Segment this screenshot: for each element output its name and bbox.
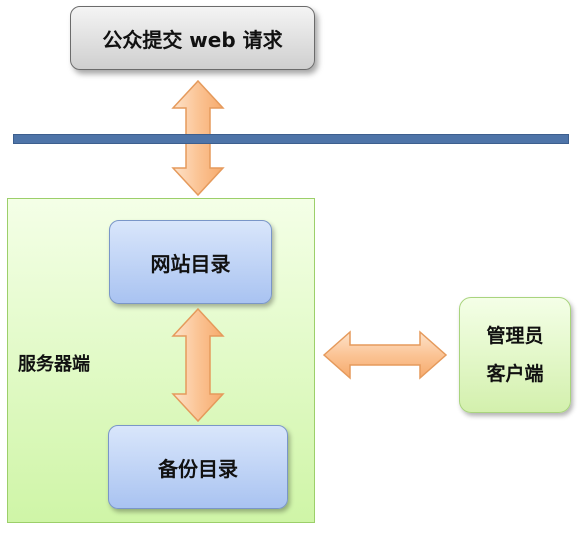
admin-label-line1: 管理员 (486, 325, 544, 347)
backup-directory-label: 备份目录 (158, 456, 238, 481)
server-label: 服务器端 (18, 354, 90, 375)
server-admin-arrow (322, 330, 448, 380)
admin-client-box: 管理员 客户端 (459, 297, 571, 413)
admin-label-line2: 客户端 (486, 363, 544, 385)
site-backup-arrow (171, 307, 225, 423)
network-bar (13, 134, 569, 144)
web-request-label: 公众提交 web 请求 (102, 27, 283, 52)
site-directory-label: 网站目录 (150, 251, 231, 276)
site-directory-box: 网站目录 (109, 220, 272, 304)
web-request-box: 公众提交 web 请求 (70, 6, 315, 70)
backup-directory-box: 备份目录 (108, 425, 288, 509)
